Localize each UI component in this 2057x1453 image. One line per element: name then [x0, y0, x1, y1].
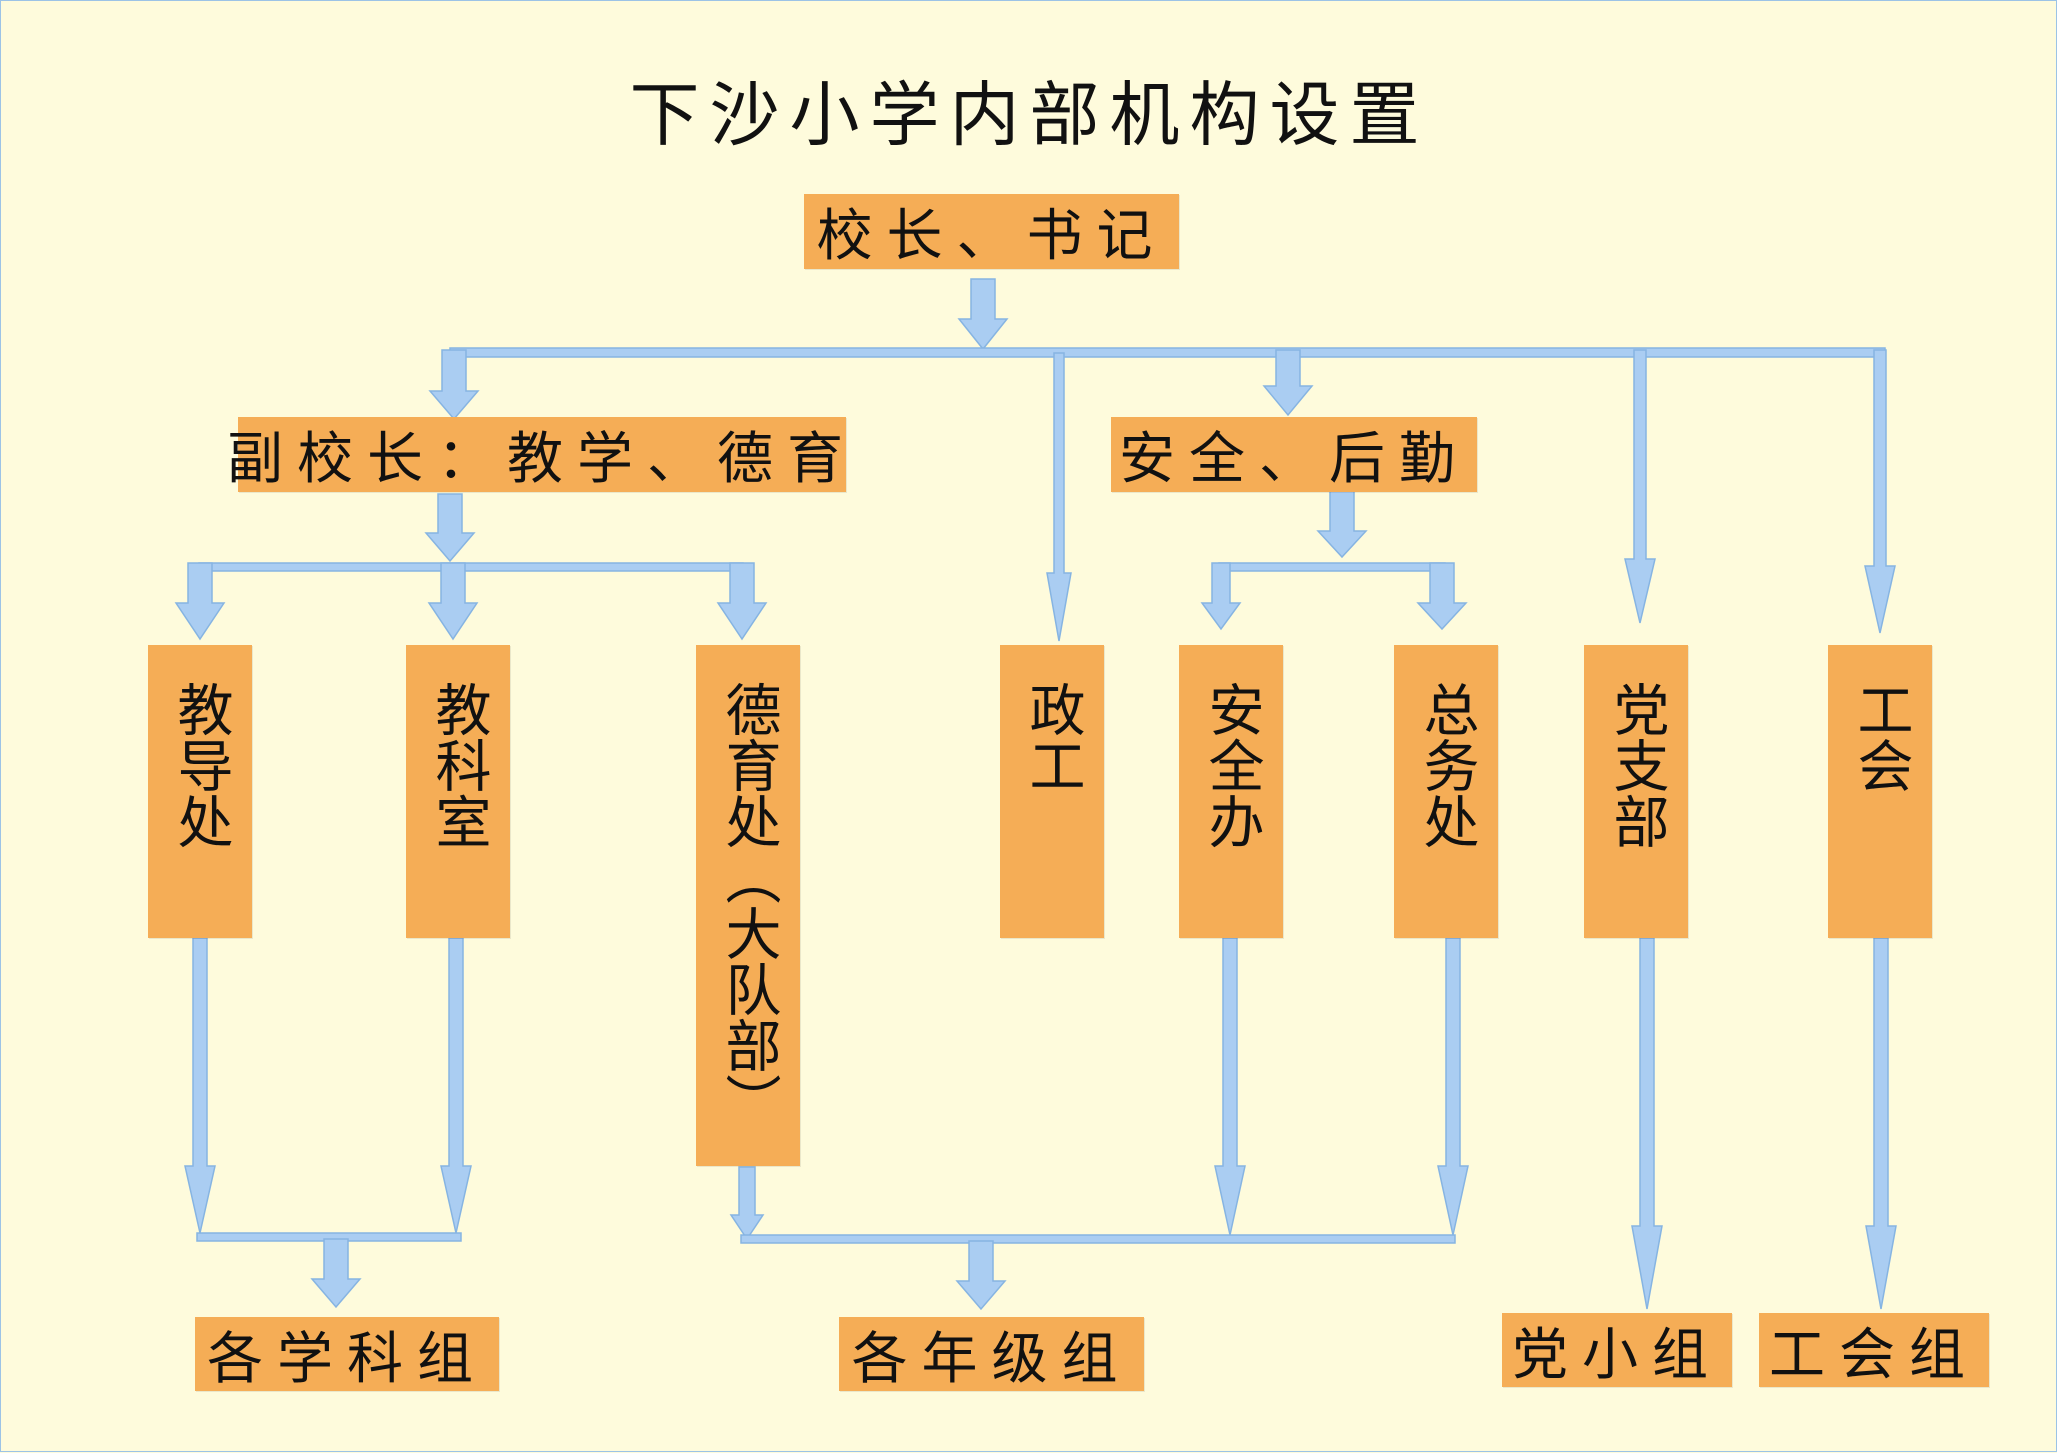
- moral-office-label: 德育处（大队部）: [716, 681, 781, 1129]
- arrow-general-affairs-down: [1437, 937, 1469, 1236]
- arrow-to-moral-office: [716, 562, 768, 641]
- arrow-research-down: [440, 937, 472, 1234]
- arrow-safety-office-down: [1214, 937, 1246, 1236]
- safety-logistics-label: 安全、后勤: [1119, 427, 1469, 492]
- bus-safety: [1218, 562, 1446, 572]
- arrow-to-grade-groups: [955, 1240, 1007, 1311]
- bus-grade: [740, 1234, 1456, 1244]
- box-party-groups: 党小组: [1502, 1313, 1732, 1388]
- box-general-affairs: 总务处: [1394, 645, 1498, 938]
- arrow-to-political-work: [1046, 352, 1072, 642]
- safety-office-label: 安全办: [1199, 681, 1264, 849]
- box-grade-groups: 各年级组: [839, 1317, 1144, 1392]
- box-safety-logistics: 安全、后勤: [1111, 417, 1477, 492]
- box-party-branch: 党支部: [1584, 645, 1688, 938]
- bus-vice: [198, 562, 744, 572]
- box-union: 工会: [1828, 645, 1932, 938]
- arrow-to-union-groups: [1865, 937, 1897, 1310]
- arrow-moral-down: [729, 1166, 765, 1241]
- arrow-to-party-branch: [1624, 349, 1656, 624]
- grade-groups-label: 各年级组: [851, 1326, 1132, 1392]
- arrow-teaching-down: [184, 937, 216, 1234]
- general-affairs-label: 总务处: [1414, 681, 1479, 849]
- box-safety-office: 安全办: [1179, 645, 1283, 938]
- chart-title: 下沙小学内部机构设置: [629, 74, 1430, 156]
- subject-groups-label: 各学科组: [207, 1326, 487, 1392]
- union-label: 工会: [1848, 681, 1913, 793]
- vice-principal-label: 副校长：教学、德育: [227, 427, 857, 492]
- union-groups-label: 工会组: [1769, 1322, 1979, 1388]
- arrow-to-subject-groups: [310, 1238, 362, 1309]
- arrow-safety-logistics-down: [1316, 490, 1368, 559]
- box-vice-principal: 副校长：教学、德育: [227, 417, 846, 492]
- arrow-to-party-groups: [1631, 937, 1663, 1310]
- bus-main: [449, 347, 1886, 358]
- arrow-to-teaching-office: [174, 562, 226, 641]
- arrow-to-safety-office: [1200, 562, 1242, 631]
- box-political-work: 政工: [1000, 645, 1104, 938]
- party-branch-label: 党支部: [1604, 681, 1669, 849]
- box-research-office: 教科室: [406, 645, 510, 938]
- box-principal: 校长、书记: [804, 194, 1179, 269]
- teaching-office-label: 教导处: [168, 681, 233, 849]
- arrow-vice-down: [424, 493, 476, 563]
- party-groups-label: 党小组: [1512, 1322, 1722, 1388]
- box-moral-office: 德育处（大队部）: [696, 645, 800, 1166]
- research-office-label: 教科室: [426, 681, 491, 849]
- arrow-to-safety-logistics: [1262, 349, 1314, 417]
- box-teaching-office: 教导处: [148, 645, 252, 938]
- political-work-label: 政工: [1020, 681, 1085, 793]
- arrow-principal-down: [957, 278, 1009, 351]
- box-subject-groups: 各学科组: [195, 1317, 499, 1392]
- arrow-to-union: [1864, 349, 1896, 634]
- principal-label: 校长、书记: [816, 204, 1167, 269]
- arrow-to-vice-principal: [428, 349, 480, 421]
- box-union-groups: 工会组: [1759, 1313, 1989, 1388]
- arrow-to-general-affairs: [1416, 562, 1468, 631]
- arrow-to-research-office: [427, 562, 479, 641]
